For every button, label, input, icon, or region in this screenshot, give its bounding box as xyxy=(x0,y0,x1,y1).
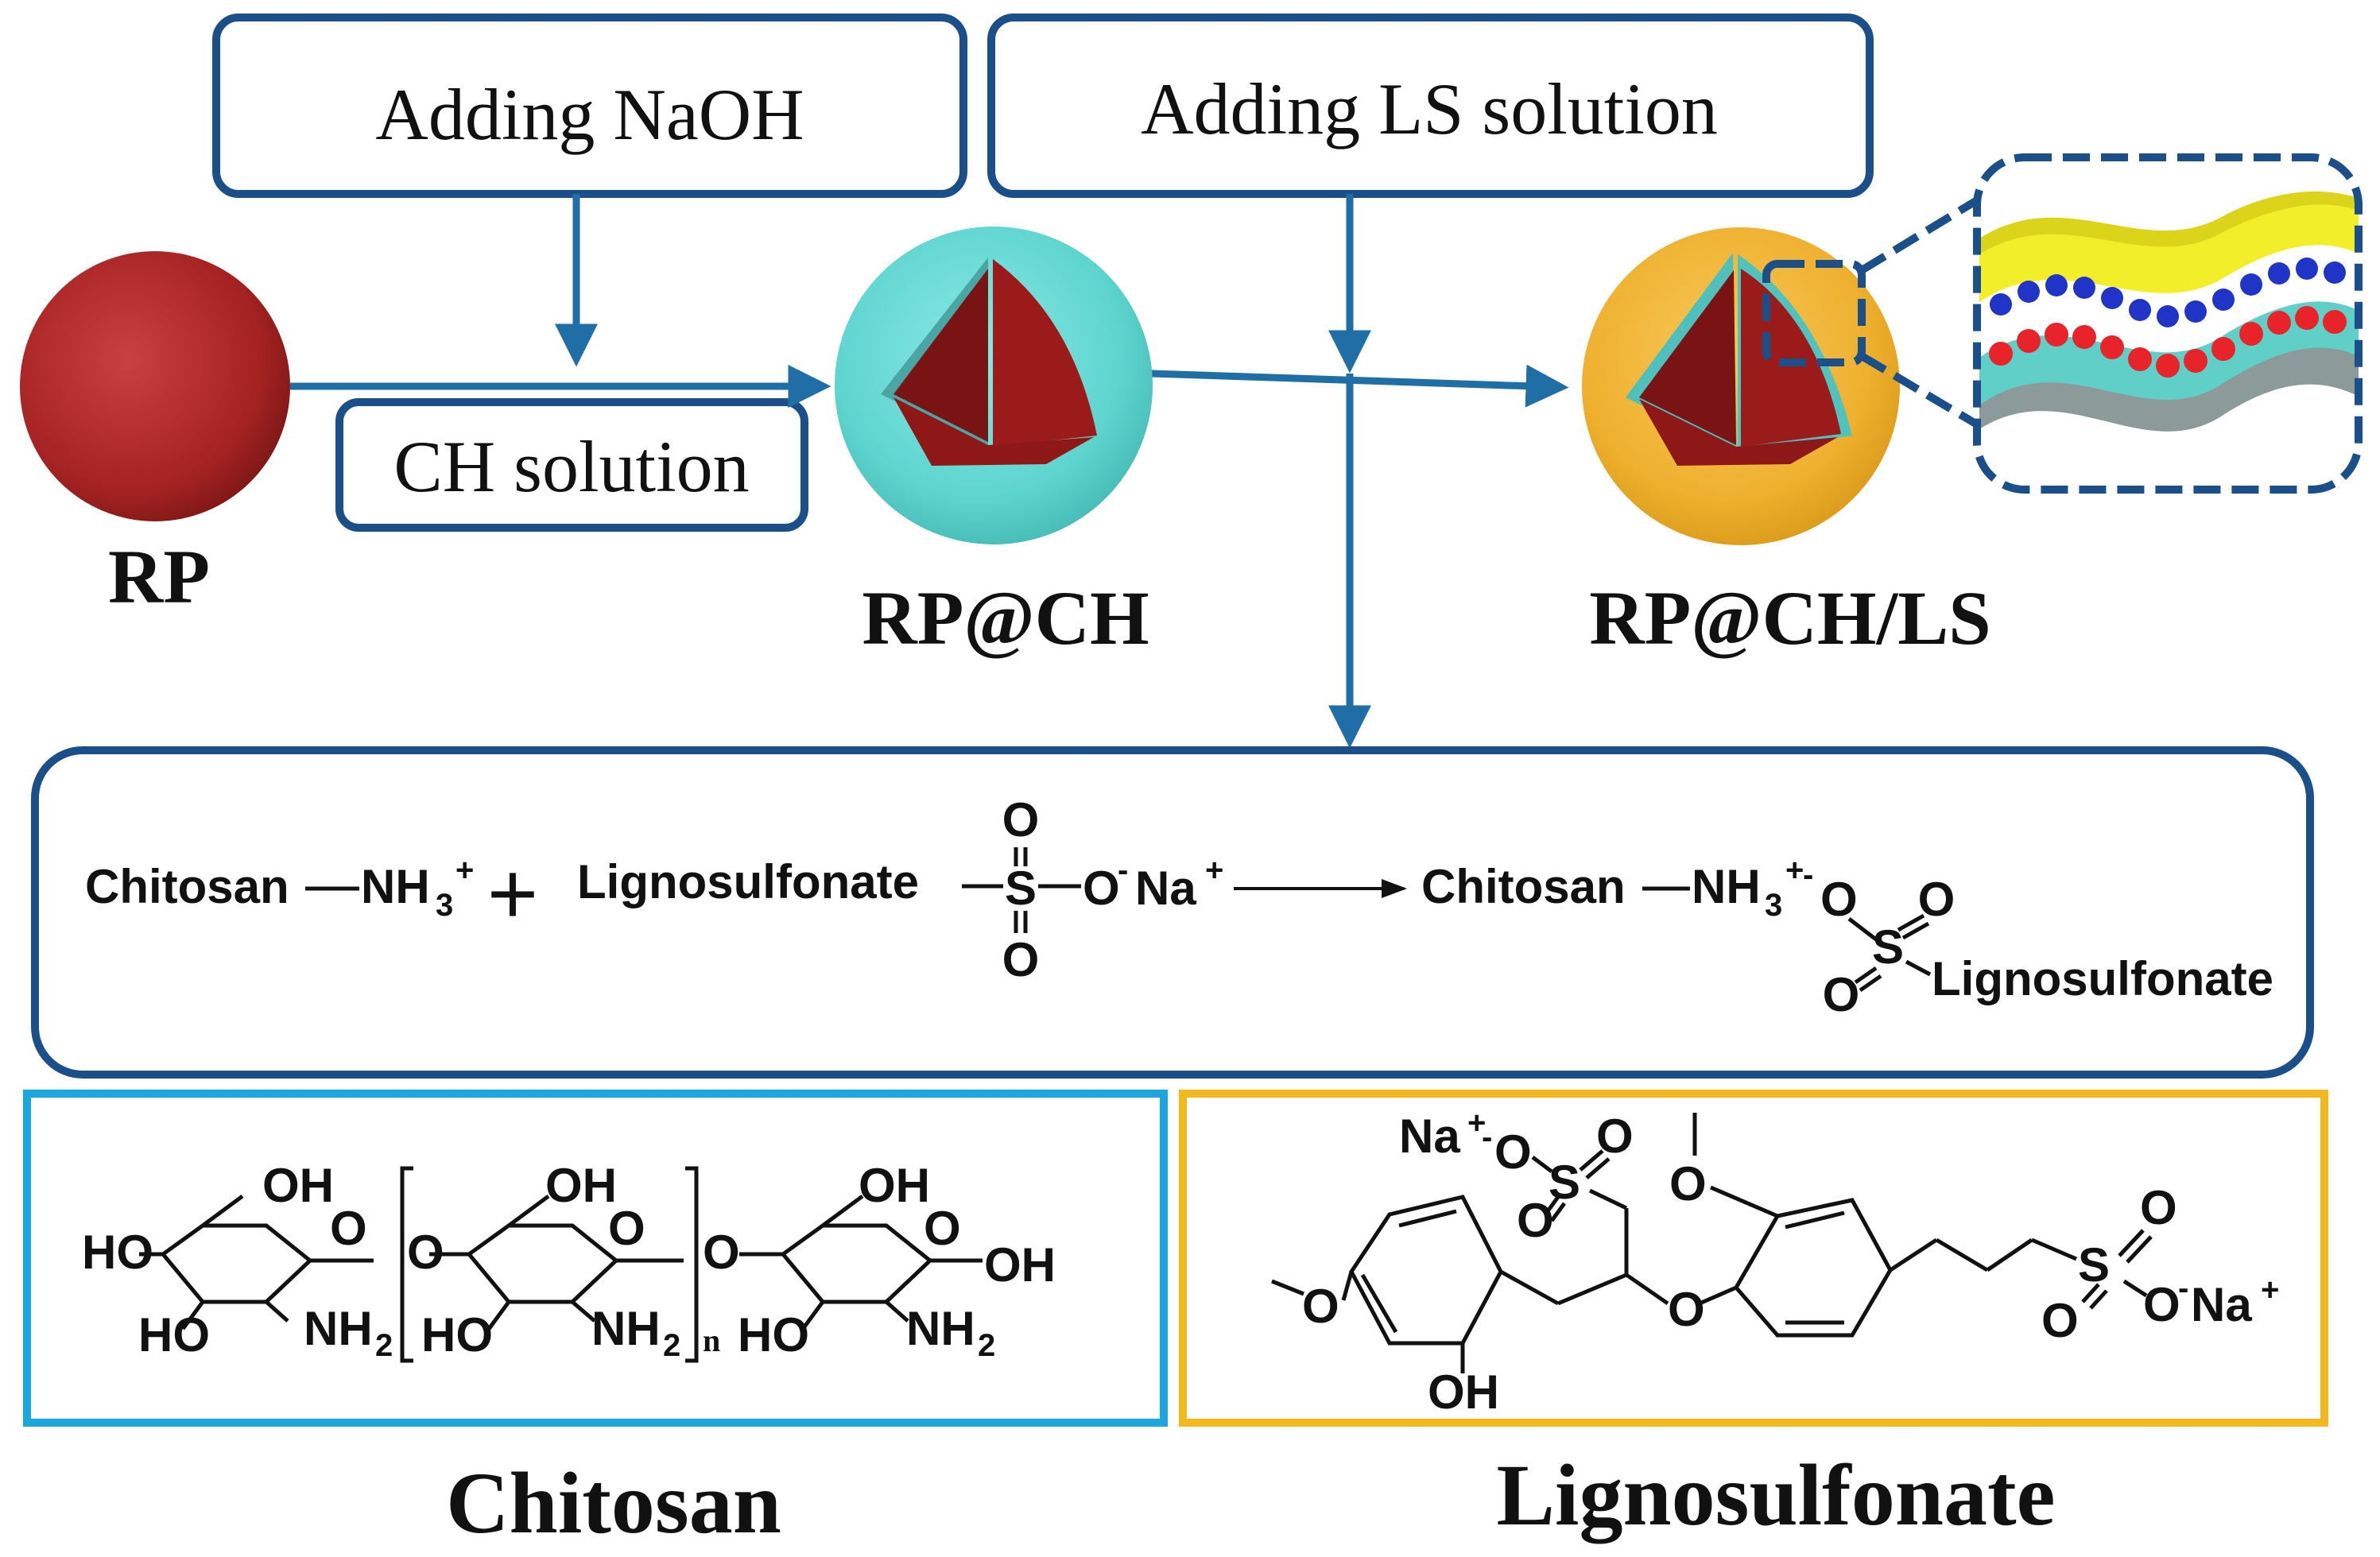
step-label-ls-solution: Adding LS solution xyxy=(1141,68,1718,149)
svg-text:-: - xyxy=(1482,1120,1492,1155)
step-box-ls-solution: Adding LS solution xyxy=(987,14,1874,198)
svg-text:OH: OH xyxy=(984,1238,1056,1292)
anion-row xyxy=(1990,258,2346,327)
flow-arrows xyxy=(290,194,1569,749)
product-chitosan: Chitosan xyxy=(1421,860,1626,913)
svg-text:NH: NH xyxy=(304,1302,373,1355)
shell-layer-inset xyxy=(1973,153,2363,494)
svg-text:O: O xyxy=(1002,793,1040,846)
svg-text:2: 2 xyxy=(375,1328,393,1363)
svg-text:3: 3 xyxy=(436,888,453,923)
label-rp-ch-ls: RP@CH/LS xyxy=(1589,575,1990,660)
svg-text:O: O xyxy=(2140,1181,2177,1234)
svg-text:Na: Na xyxy=(1135,862,1196,915)
svg-text:O: O xyxy=(703,1226,740,1279)
lignosulfonate-atoms: Na + - O S O O O OH O O S O O O - Na + xyxy=(1302,1106,2279,1419)
svg-text:n: n xyxy=(703,1323,720,1358)
svg-text:HO: HO xyxy=(138,1308,210,1361)
product-lignosulfonate: Lignosulfonate xyxy=(1932,952,2273,1005)
svg-text:HO: HO xyxy=(738,1308,809,1361)
lignosulfonate-structure-panel: Na + - O S O O O OH O O S O O O - Na + xyxy=(1179,1090,2328,1427)
svg-text:S: S xyxy=(1005,862,1037,915)
svg-text:NH: NH xyxy=(1692,860,1761,913)
svg-text:HO: HO xyxy=(421,1308,493,1361)
caption-chitosan: Chitosan xyxy=(446,1454,781,1551)
svg-text:NH: NH xyxy=(906,1302,975,1355)
svg-text:S: S xyxy=(1549,1156,1580,1209)
svg-text:S: S xyxy=(2078,1238,2110,1292)
svg-text:-: - xyxy=(1118,853,1128,888)
chitosan-structure-panel: OH O HO HO NH 2 O OH O HO NH 2 n O OH O … xyxy=(23,1090,1168,1427)
svg-text:O: O xyxy=(2041,1294,2079,1347)
step-box-naoh: Adding NaOH xyxy=(212,14,967,198)
chitosan-atoms: OH O HO HO NH 2 O OH O HO NH 2 n O OH O … xyxy=(82,1159,1056,1363)
svg-text:O: O xyxy=(330,1202,367,1255)
svg-text:O: O xyxy=(2143,1278,2180,1331)
svg-text:OH: OH xyxy=(859,1159,930,1212)
reactant-nh3: NH xyxy=(361,860,430,913)
svg-text:O: O xyxy=(1083,862,1120,915)
step-label-naoh: Adding NaOH xyxy=(375,74,804,155)
label-rp: RP xyxy=(108,534,210,619)
cation-row xyxy=(1989,306,2347,378)
svg-text:O: O xyxy=(1668,1283,1705,1336)
svg-text:+: + xyxy=(1205,853,1223,888)
svg-text:O: O xyxy=(1494,1125,1532,1179)
svg-text:O: O xyxy=(1517,1194,1554,1247)
svg-text:-: - xyxy=(1803,858,1813,893)
caption-lignosulfonate: Lignosulfonate xyxy=(1497,1447,2056,1543)
svg-text:+: + xyxy=(2261,1272,2279,1307)
plus-sign: + xyxy=(487,845,538,943)
svg-text:2: 2 xyxy=(978,1328,995,1363)
svg-text:+: + xyxy=(455,853,474,888)
svg-text:3: 3 xyxy=(1765,888,1782,923)
svg-text:NH: NH xyxy=(591,1302,661,1355)
step-label-ch-solution: CH solution xyxy=(393,426,749,507)
svg-text:OH: OH xyxy=(1428,1365,1499,1419)
reactant-chitosan: Chitosan xyxy=(85,860,289,913)
svg-text:+: + xyxy=(1467,1106,1486,1141)
reaction-box: Chitosan NH 3 + + Lignosulfonate S O O O… xyxy=(31,746,2314,1079)
svg-text:O: O xyxy=(608,1202,645,1255)
svg-text:O: O xyxy=(924,1202,961,1255)
rp-particle xyxy=(20,251,290,521)
svg-text:HO: HO xyxy=(82,1226,153,1279)
svg-text:O: O xyxy=(407,1226,444,1279)
reactant-lignosulfonate: Lignosulfonate xyxy=(577,855,919,908)
svg-text:-: - xyxy=(2178,1271,2188,1306)
step-box-ch-solution: CH solution xyxy=(335,398,808,532)
svg-text:OH: OH xyxy=(545,1159,617,1212)
arrow-rpch-to-rpchls xyxy=(1150,364,1569,408)
rp-ch-particle xyxy=(835,227,1153,544)
chitosan-rings xyxy=(139,1166,983,1363)
zoom-indicator xyxy=(1762,196,1979,428)
svg-text:O: O xyxy=(1596,1110,1634,1163)
svg-text:+: + xyxy=(1785,853,1804,888)
svg-text:OH: OH xyxy=(262,1159,334,1212)
rp-ch-ls-particle xyxy=(1582,227,1900,545)
svg-text:2: 2 xyxy=(663,1328,680,1363)
svg-text:O: O xyxy=(1669,1157,1707,1210)
lignosulfonate-bonds xyxy=(1271,1113,2153,1373)
svg-text:O: O xyxy=(1302,1280,1339,1333)
svg-text:O: O xyxy=(1823,968,1860,1021)
svg-text:Na: Na xyxy=(1399,1110,1460,1163)
svg-text:Na: Na xyxy=(2191,1278,2252,1331)
svg-text:O: O xyxy=(1002,933,1040,986)
svg-text:O: O xyxy=(1820,873,1858,926)
label-rp-ch: RP@CH xyxy=(862,575,1149,660)
